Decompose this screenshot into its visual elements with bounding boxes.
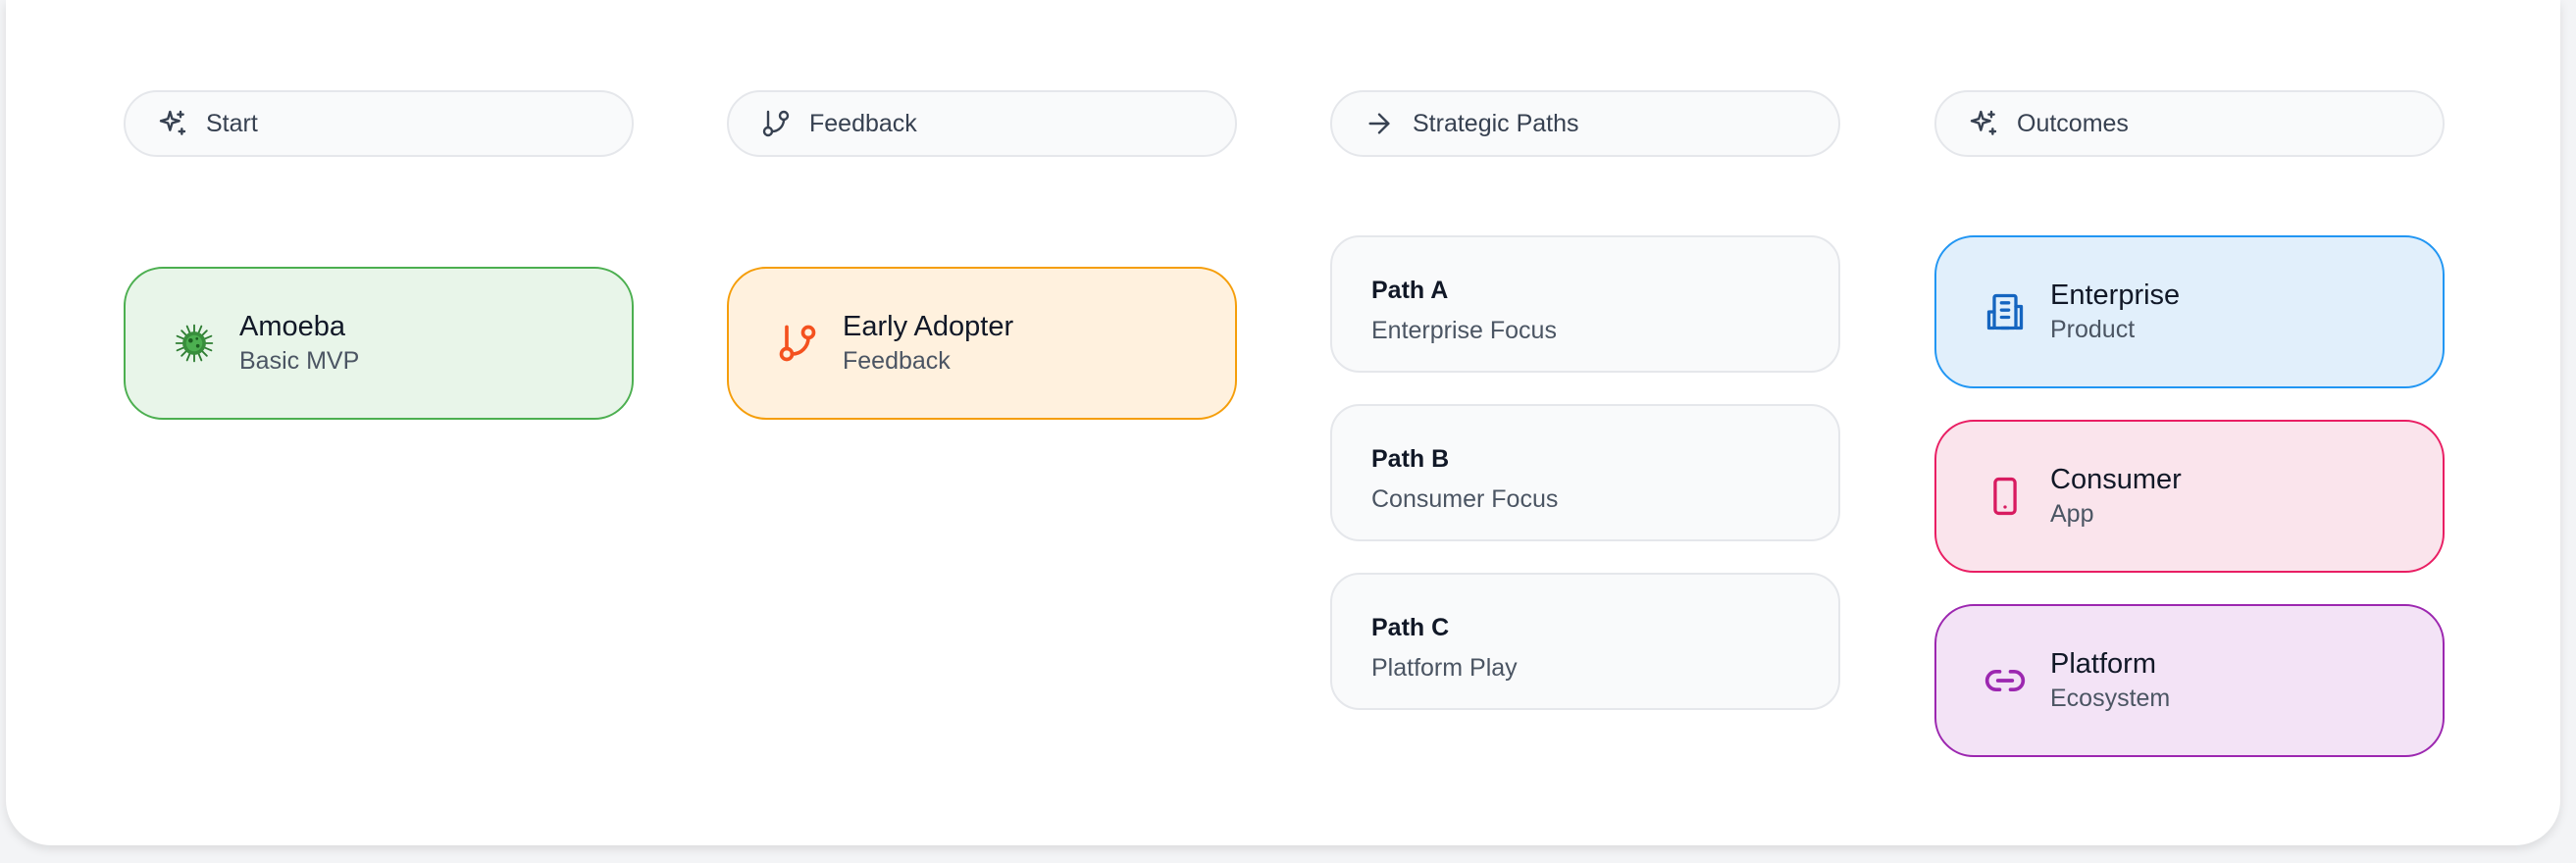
card-subtitle: Ecosystem — [2050, 685, 2171, 712]
header-outcomes: Outcomes — [1934, 90, 2445, 157]
path-card-a[interactable]: Path A Enterprise Focus — [1330, 235, 1840, 373]
card-title: Early Adopter — [843, 311, 1014, 342]
card-subtitle: Product — [2050, 316, 2136, 343]
path-subtitle: Platform Play — [1371, 654, 1518, 682]
sparkles-icon — [157, 108, 188, 139]
header-strategic-paths: Strategic Paths — [1330, 90, 1840, 157]
column-outcomes: Outcomes Enterprise Product — [1934, 90, 2445, 757]
arrow-right-icon — [1364, 108, 1395, 139]
card-amoeba[interactable]: Amoeba Basic MVP — [124, 267, 634, 420]
card-subtitle: App — [2050, 500, 2094, 528]
card-title: Enterprise — [2050, 279, 2181, 311]
card-platform[interactable]: Platform Ecosystem — [1934, 604, 2445, 757]
column-strategic-paths: Strategic Paths Path A Enterprise Focus … — [1330, 90, 1840, 710]
building-icon — [1982, 288, 2029, 335]
path-card-c[interactable]: Path C Platform Play — [1330, 573, 1840, 710]
card-subtitle: Basic MVP — [239, 347, 360, 375]
path-card-b[interactable]: Path B Consumer Focus — [1330, 404, 1840, 541]
git-branch-icon — [760, 108, 792, 139]
card-title: Consumer — [2050, 464, 2182, 495]
header-label: Feedback — [809, 109, 917, 137]
card-consumer[interactable]: Consumer App — [1934, 420, 2445, 573]
path-subtitle: Consumer Focus — [1371, 485, 1559, 513]
sparkles-icon — [1968, 108, 1999, 139]
path-subtitle: Enterprise Focus — [1371, 317, 1557, 344]
git-branch-icon — [774, 320, 821, 367]
link-icon — [1982, 657, 2029, 704]
column-feedback: Feedback Early Adopter Feedback — [727, 90, 1237, 420]
header-start: Start — [124, 90, 634, 157]
path-title: Path A — [1371, 277, 1449, 304]
card-title: Platform — [2050, 648, 2156, 680]
card-enterprise[interactable]: Enterprise Product — [1934, 235, 2445, 388]
header-label: Start — [206, 109, 258, 137]
path-title: Path B — [1371, 445, 1450, 473]
column-start: Start Amoeba — [124, 90, 634, 420]
smartphone-icon — [1982, 473, 2029, 520]
header-feedback: Feedback — [727, 90, 1237, 157]
diagram-canvas: Start Amoeba — [6, 0, 2560, 845]
header-label: Outcomes — [2017, 109, 2129, 137]
virus-icon — [171, 320, 218, 367]
path-title: Path C — [1371, 614, 1450, 641]
card-early-adopter[interactable]: Early Adopter Feedback — [727, 267, 1237, 420]
card-title: Amoeba — [239, 311, 346, 342]
header-label: Strategic Paths — [1413, 109, 1579, 137]
card-subtitle: Feedback — [843, 347, 951, 375]
